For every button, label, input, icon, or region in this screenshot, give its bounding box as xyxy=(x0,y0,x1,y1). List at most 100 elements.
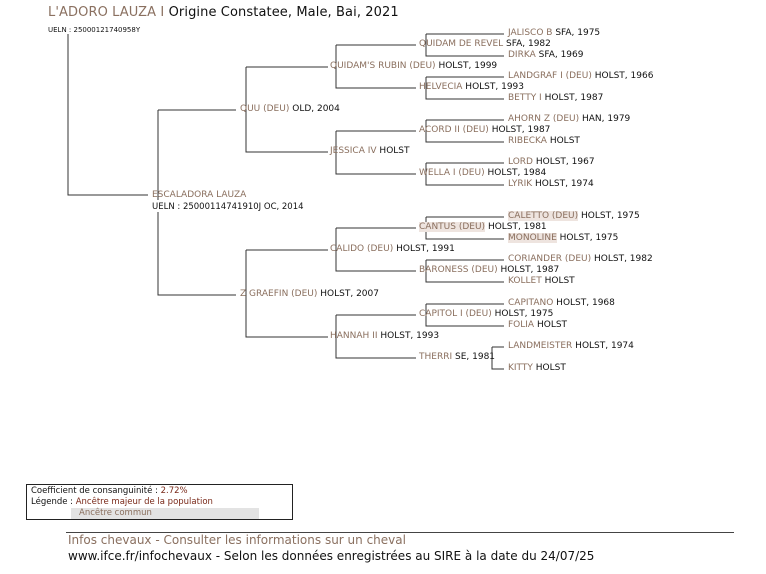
pedigree-node-sire-dam-sire[interactable]: ACORD II (DEU) HOLST, 1987 xyxy=(419,125,550,136)
dam-ueln-line: UELN : 25000114741910J OC, 2014 xyxy=(152,202,304,212)
ancestor-info: HOLST, 1975 xyxy=(559,233,619,243)
pedigree-node-dam-dam-sire[interactable]: CAPITOL I (DEU) HOLST, 1975 xyxy=(419,309,553,320)
ancestor-name: CORIANDER (DEU) xyxy=(508,254,592,264)
ancestor-info: HOLST, 1974 xyxy=(535,179,594,189)
ancestor-info: HOLST, 1991 xyxy=(396,244,455,254)
pedigree-node-dam-dam-dam-sire[interactable]: THERRI SE, 1981 xyxy=(419,352,495,363)
ancestor-info: HOLST, 1987 xyxy=(544,93,604,103)
pedigree-node-sire-sire-sire[interactable]: QUIDAM DE REVEL SFA, 1982 xyxy=(419,39,551,50)
ancestor-info: HOLST xyxy=(536,320,568,330)
ancestor-info: SFA, 1975 xyxy=(555,28,601,38)
pedigree-node-g4[interactable]: RIBECKA HOLST xyxy=(508,136,580,147)
ancestor-name: MONOLINE xyxy=(508,233,557,243)
pedigree-node-sire-sire[interactable]: QUIDAM'S RUBIN (DEU) HOLST, 1999 xyxy=(330,61,497,72)
ancestor-name: CAPITOL I (DEU) xyxy=(419,309,492,319)
ancestor-name: QUU (DEU) xyxy=(240,104,290,114)
pedigree-node-g5[interactable]: KITTY HOLST xyxy=(508,363,566,374)
ancestor-info: HOLST xyxy=(544,276,575,286)
footer-link-infos[interactable]: Infos chevaux - Consulter les informatio… xyxy=(68,533,406,547)
pedigree-node-g4[interactable]: LANDGRAF I (DEU) HOLST, 1966 xyxy=(508,71,653,82)
ancestor-name: LYRIK xyxy=(508,179,533,189)
ancestor-name: BARONESS (DEU) xyxy=(419,265,498,275)
ancestor-name: KOLLET xyxy=(508,276,542,286)
coefficient-line: Coefficient de consanguinité : 2.72% xyxy=(31,486,288,497)
ancestor-name: BETTY I xyxy=(508,93,542,103)
pedigree-node-g4[interactable]: KOLLET HOLST xyxy=(508,276,575,287)
pedigree-node-dam-sire-dam[interactable]: BARONESS (DEU) HOLST, 1987 xyxy=(419,265,559,276)
pedigree-node-g4[interactable]: CALETTO (DEU) HOLST, 1975 xyxy=(508,211,640,222)
pedigree-node-dam-dam[interactable]: Z GRAEFIN (DEU) HOLST, 2007 xyxy=(240,289,379,300)
pedigree-node-sire-dam[interactable]: JESSICA IV HOLST xyxy=(330,146,410,157)
ancestor-name: CAPITANO xyxy=(508,298,554,308)
ancestor-name: FOLIA xyxy=(508,320,535,330)
ancestor-info: HOLST, 2007 xyxy=(320,289,379,299)
ancestor-info: HOLST xyxy=(535,363,566,373)
ancestor-info: HOLST, 1968 xyxy=(556,298,615,308)
pedigree-node-dam-sire[interactable]: CALIDO (DEU) HOLST, 1991 xyxy=(330,244,455,255)
coefficient-value: 2.72% xyxy=(160,486,188,496)
ancestor-name: JESSICA IV xyxy=(330,146,377,156)
ancestor-info: HOLST, 1981 xyxy=(487,222,547,232)
ancestor-info: HOLST, 1993 xyxy=(380,331,440,341)
ancestor-info: HOLST, 1974 xyxy=(575,341,634,351)
ancestor-info: HOLST xyxy=(549,136,580,146)
pedigree-node-sire-sire-dam[interactable]: HELVECIA HOLST, 1993 xyxy=(419,82,524,93)
pedigree-node-g4[interactable]: LORD HOLST, 1967 xyxy=(508,157,595,168)
pedigree-node-dam-dam-dam[interactable]: HANNAH II HOLST, 1993 xyxy=(330,331,439,342)
page-header: L'ADORO LAUZA I Origine Constatee, Male,… xyxy=(48,5,399,20)
pedigree-node-g4[interactable]: LYRIK HOLST, 1974 xyxy=(508,179,594,190)
legend-box: Coefficient de consanguinité : 2.72% Lég… xyxy=(26,484,293,520)
ancestor-name: LANDMEISTER xyxy=(508,341,573,351)
ancestor-name: QUIDAM DE REVEL xyxy=(419,39,504,49)
footer-divider xyxy=(66,532,734,533)
ancestor-info: SE, 1981 xyxy=(455,352,496,362)
legend-label: Légende : xyxy=(31,497,74,507)
ancestor-name: CALETTO (DEU) xyxy=(508,211,579,221)
pedigree-node-g4[interactable]: AHORN Z (DEU) HAN, 1979 xyxy=(508,114,630,125)
horse-ueln: UELN : 25000121740958Y xyxy=(48,26,141,34)
ancestor-name: LANDGRAF I (DEU) xyxy=(508,71,592,81)
ancestor-info: HOLST, 1987 xyxy=(491,125,551,135)
ancestor-info: HOLST xyxy=(379,146,410,156)
horse-name: L'ADORO LAUZA I xyxy=(48,5,165,20)
pedigree-node-g4[interactable]: MONOLINE HOLST, 1975 xyxy=(508,233,618,244)
ancestor-name: AHORN Z (DEU) xyxy=(508,114,580,124)
dam-info: OC, 2014 xyxy=(263,202,304,212)
ancestor-info: OLD, 2004 xyxy=(292,104,340,114)
footer-source[interactable]: www.ifce.fr/infochevaux - Selon les donn… xyxy=(68,549,595,563)
ancestor-name: HANNAH II xyxy=(330,331,378,341)
ancestor-name: KITTY xyxy=(508,363,533,373)
ancestor-name: QUIDAM'S RUBIN (DEU) xyxy=(330,61,436,71)
pedigree-node-g4[interactable]: CORIANDER (DEU) HOLST, 1982 xyxy=(508,254,653,265)
pedigree-node-dam-sire-sire[interactable]: CANTUS (DEU) HOLST, 1981 xyxy=(419,222,547,233)
ancestor-info: HAN, 1979 xyxy=(581,114,631,124)
ancestor-name: CANTUS (DEU) xyxy=(419,222,486,232)
ancestor-info: HOLST, 1967 xyxy=(535,157,595,167)
pedigree-node-g4[interactable]: FOLIA HOLST xyxy=(508,320,567,331)
pedigree-node-g4[interactable]: JALISCO B SFA, 1975 xyxy=(508,28,600,39)
ancestor-info: HOLST, 1975 xyxy=(581,211,640,221)
pedigree-node-g4[interactable]: BETTY I HOLST, 1987 xyxy=(508,93,603,104)
ancestor-info: HOLST, 1966 xyxy=(594,71,654,81)
pedigree-node-g5[interactable]: LANDMEISTER HOLST, 1974 xyxy=(508,341,634,352)
ancestor-info: SFA, 1982 xyxy=(506,39,551,49)
legend-line: Légende : Ancêtre majeur de la populatio… xyxy=(31,497,288,508)
pedigree-node-g4[interactable]: CAPITANO HOLST, 1968 xyxy=(508,298,615,309)
ancestor-info: HOLST, 1975 xyxy=(494,309,554,319)
pedigree-node-dam[interactable]: ESCALADORA LAUZA xyxy=(152,190,246,201)
ancestor-name: ACORD II (DEU) xyxy=(419,125,489,135)
pedigree-node-sire-dam-dam[interactable]: WELLA I (DEU) HOLST, 1984 xyxy=(419,168,546,179)
pedigree-node-sire[interactable]: QUU (DEU) OLD, 2004 xyxy=(240,104,340,115)
ancestor-name: JALISCO B xyxy=(508,28,553,38)
ancestor-info: HOLST, 1999 xyxy=(438,61,498,71)
pedigree-node-g4[interactable]: DIRKA SFA, 1969 xyxy=(508,50,583,61)
ancestor-name: HELVECIA xyxy=(419,82,463,92)
ancestor-name: THERRI xyxy=(419,352,453,362)
coefficient-label: Coefficient de consanguinité : xyxy=(31,486,158,496)
ancestor-name: CALIDO (DEU) xyxy=(330,244,394,254)
ancestor-name: DIRKA xyxy=(508,50,536,60)
dam-ueln: UELN : 25000114741910J xyxy=(152,202,262,212)
ancestor-info: SFA, 1969 xyxy=(538,50,584,60)
